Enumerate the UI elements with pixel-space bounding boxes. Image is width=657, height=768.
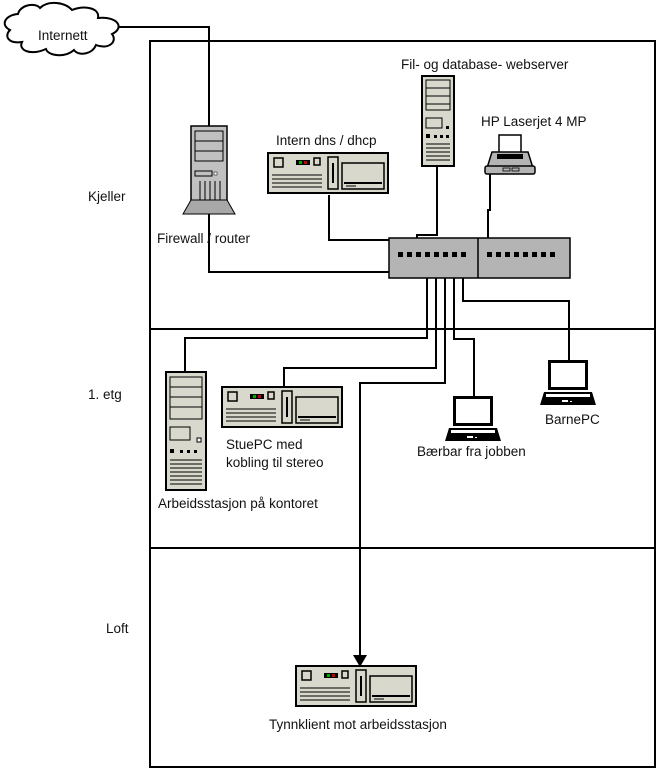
stuepc-label-line2: kobling til stereo (226, 455, 324, 470)
laptop-work-label: Bærbar fra jobben (417, 444, 526, 459)
workstation-label: Arbeidsstasjon på kontoret (158, 496, 318, 511)
cable-switch-stuepc (283, 254, 437, 387)
dns-desktop-icon (267, 152, 389, 194)
fileserver-label: Fil- og database- webserver (401, 57, 569, 72)
firewall-tower-icon (182, 125, 236, 215)
stuepc-label-line1: StuePC med (226, 437, 303, 452)
floor-label-loft: Loft (106, 621, 129, 636)
thinclient-label: Tynnklient mot arbeidsstasjon (269, 717, 447, 732)
barnepc-laptop-icon (540, 360, 596, 405)
cable-switch-thinclient (359, 254, 446, 660)
cable-printer-switch (487, 174, 491, 254)
internet-cloud-icon (3, 2, 120, 57)
printer-label: HP Laserjet 4 MP (481, 114, 587, 129)
firewall-label: Firewall / router (157, 231, 251, 246)
floor-label-1etg: 1. etg (88, 387, 122, 402)
floor-label-kjeller: Kjeller (88, 189, 126, 204)
laptop-work-icon (445, 396, 501, 441)
thinclient-desktop-icon (295, 665, 417, 707)
cable-switch-workstation (184, 254, 428, 372)
dns-label: Intern dns / dhcp (276, 133, 377, 148)
stuepc-desktop-icon (221, 386, 343, 428)
internet-label: Internett (38, 28, 88, 43)
network-switch (388, 237, 571, 279)
barnepc-label: BarnePC (545, 412, 600, 427)
cable-switch-laptop-work (453, 254, 475, 396)
cable-internet-firewall (118, 26, 210, 128)
workstation-tower-icon (165, 371, 207, 491)
arrow-down-icon (353, 655, 367, 667)
fileserver-tower-icon (421, 75, 455, 167)
printer-icon (484, 134, 536, 175)
building-outline (149, 40, 656, 768)
